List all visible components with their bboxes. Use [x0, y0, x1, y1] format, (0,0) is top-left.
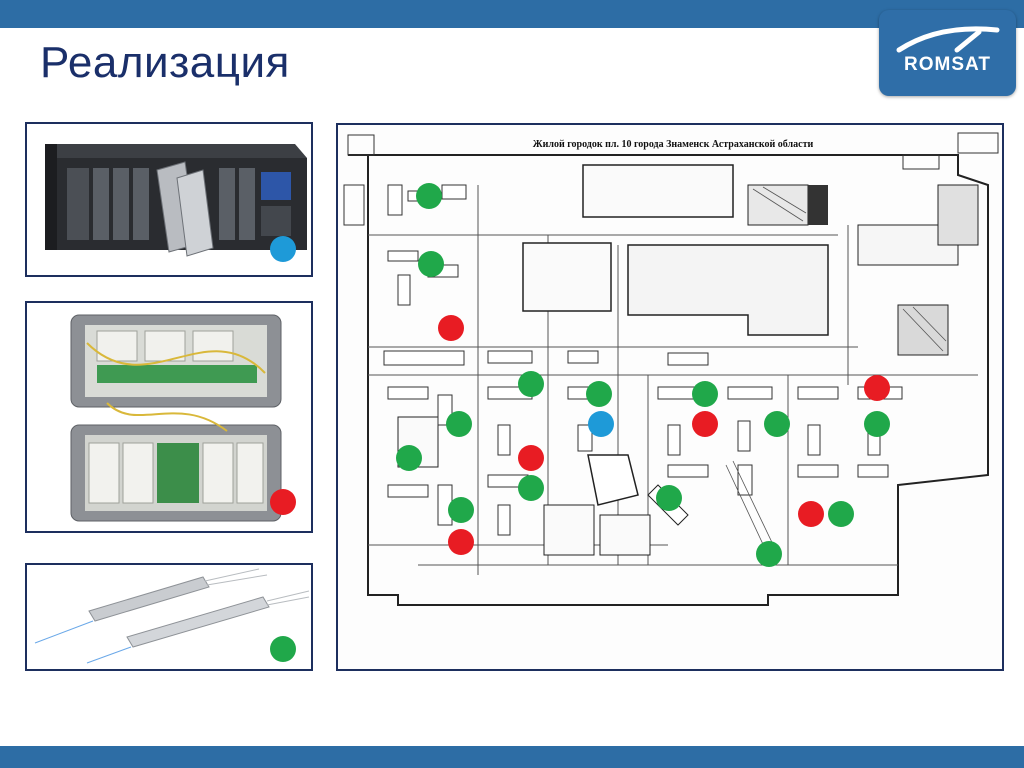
- top-bar: [0, 0, 1024, 28]
- map-marker-5: [446, 411, 472, 437]
- map-marker-10: [448, 529, 474, 555]
- logo: ROMSAT: [879, 10, 1016, 96]
- outdoor-node-image: [70, 314, 282, 522]
- map-marker-9: [448, 497, 474, 523]
- fiber-splitter-photo: [25, 563, 313, 671]
- map-marker-3: [438, 315, 464, 341]
- map-marker-21: [828, 501, 854, 527]
- map-marker-17: [864, 375, 890, 401]
- map-marker-8: [518, 475, 544, 501]
- status-dot-green: [270, 636, 296, 662]
- status-dot-blue: [270, 236, 296, 262]
- map-marker-15: [656, 485, 682, 511]
- map-marker-16: [764, 411, 790, 437]
- map-marker-18: [864, 411, 890, 437]
- rack-chassis-image: [45, 144, 307, 257]
- map-marker-20: [798, 501, 824, 527]
- map-marker-2: [418, 251, 444, 277]
- map-marker-12: [588, 411, 614, 437]
- romsat-logo-icon: [896, 26, 1000, 53]
- fiber-splitter-image: [34, 568, 310, 664]
- status-dot-red: [270, 489, 296, 515]
- map-marker-13: [692, 381, 718, 407]
- map-marker-19: [756, 541, 782, 567]
- map-caption: Жилой городок пл. 10 города Знаменск Аст…: [532, 139, 814, 150]
- bottom-bar: [0, 746, 1024, 768]
- outdoor-node-photo: [25, 301, 313, 533]
- map-marker-14: [692, 411, 718, 437]
- slide-title: Реализация: [40, 38, 290, 87]
- logo-text: ROMSAT: [904, 54, 991, 75]
- map-drawing: [343, 132, 999, 606]
- map-marker-11: [586, 381, 612, 407]
- map-marker-6: [396, 445, 422, 471]
- map-marker-1: [416, 183, 442, 209]
- map-marker-4: [518, 371, 544, 397]
- map-marker-7: [518, 445, 544, 471]
- rack-chassis-photo: [25, 122, 313, 277]
- site-map: Жилой городок пл. 10 города Знаменск Аст…: [336, 123, 1004, 671]
